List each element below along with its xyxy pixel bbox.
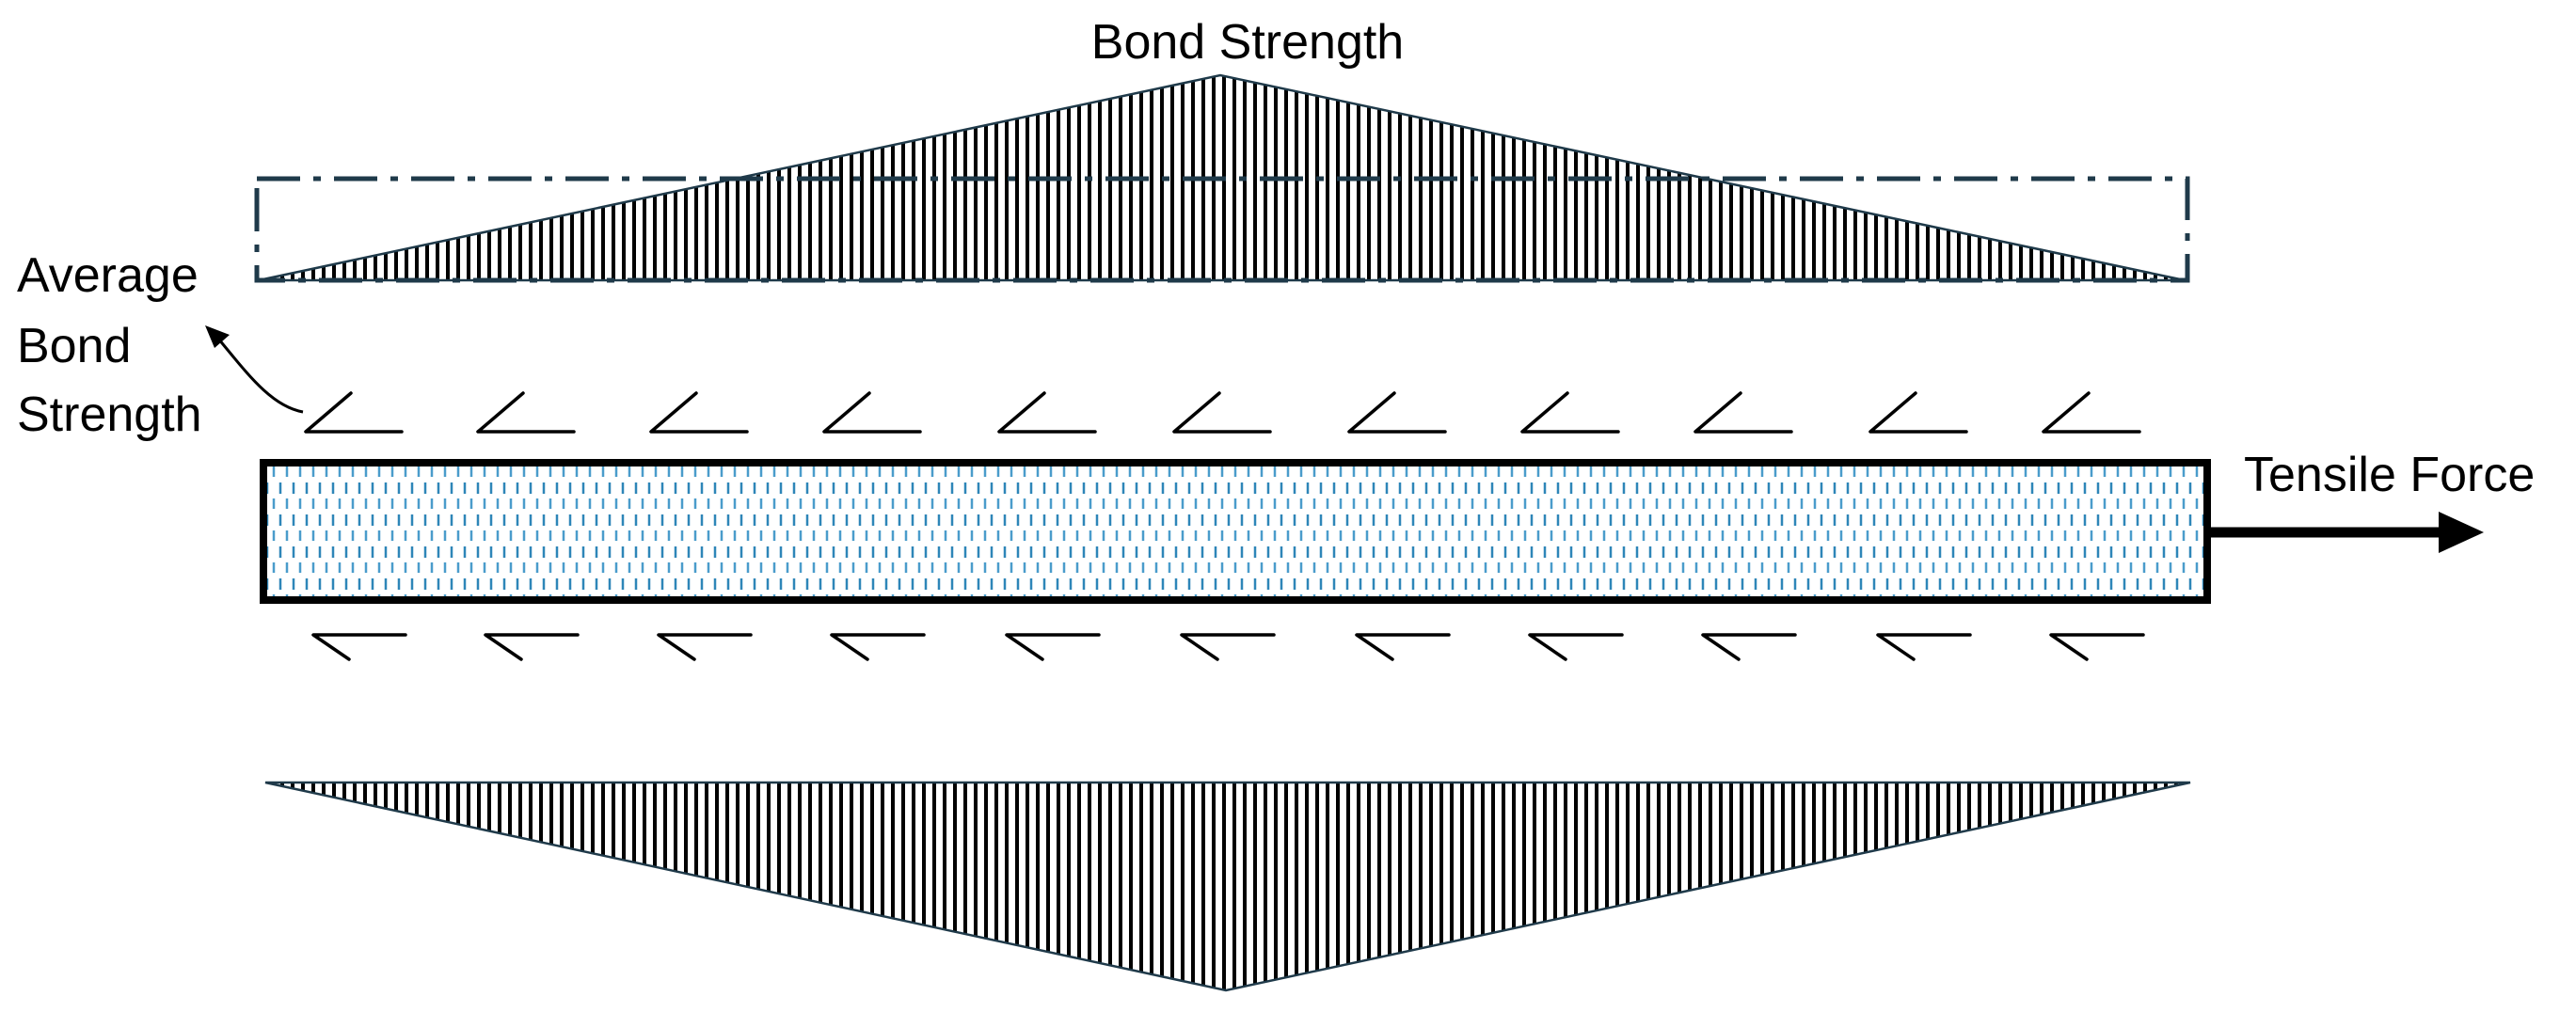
tensile-force-arrow xyxy=(2207,512,2484,553)
bond-strength-title: Bond Strength xyxy=(1091,15,1404,70)
shear-mark-top xyxy=(997,391,1097,434)
top-shear-marks xyxy=(304,391,2141,434)
shear-mark-bottom xyxy=(1876,633,1972,661)
shear-mark-top xyxy=(649,391,749,434)
shear-mark-top xyxy=(1520,391,1620,434)
shear-mark-bottom xyxy=(484,633,580,661)
shear-mark-bottom xyxy=(311,633,407,661)
average-label-line-2: Bond xyxy=(17,319,131,373)
shear-mark-bottom xyxy=(1528,633,1624,661)
shear-mark-bottom xyxy=(1180,633,1276,661)
shear-mark-bottom xyxy=(1355,633,1451,661)
shear-mark-top xyxy=(304,391,404,434)
shear-mark-top xyxy=(1172,391,1272,434)
lower-bond-strength-triangle xyxy=(264,781,2191,992)
average-bond-strength-box xyxy=(254,176,2190,283)
shear-mark-bottom xyxy=(830,633,926,661)
bottom-shear-marks xyxy=(311,633,2145,661)
shear-mark-bottom xyxy=(2049,633,2145,661)
average-bond-strength-label: Average Bond Strength xyxy=(17,248,212,442)
shear-mark-bottom xyxy=(1701,633,1797,661)
average-label-line-3: Strength xyxy=(17,387,202,442)
shear-mark-top xyxy=(476,391,576,434)
shear-mark-top xyxy=(1868,391,1968,434)
rebar-body xyxy=(260,459,2211,604)
shear-mark-top xyxy=(822,391,922,434)
tensile-force-label: Tensile Force xyxy=(2244,448,2535,502)
shear-mark-top xyxy=(2042,391,2141,434)
shear-mark-bottom xyxy=(1005,633,1101,661)
shear-mark-bottom xyxy=(657,633,753,661)
shear-mark-top xyxy=(1347,391,1447,434)
average-label-pointer xyxy=(205,325,304,414)
average-label-line-1: Average xyxy=(17,248,199,303)
shear-mark-top xyxy=(1693,391,1793,434)
